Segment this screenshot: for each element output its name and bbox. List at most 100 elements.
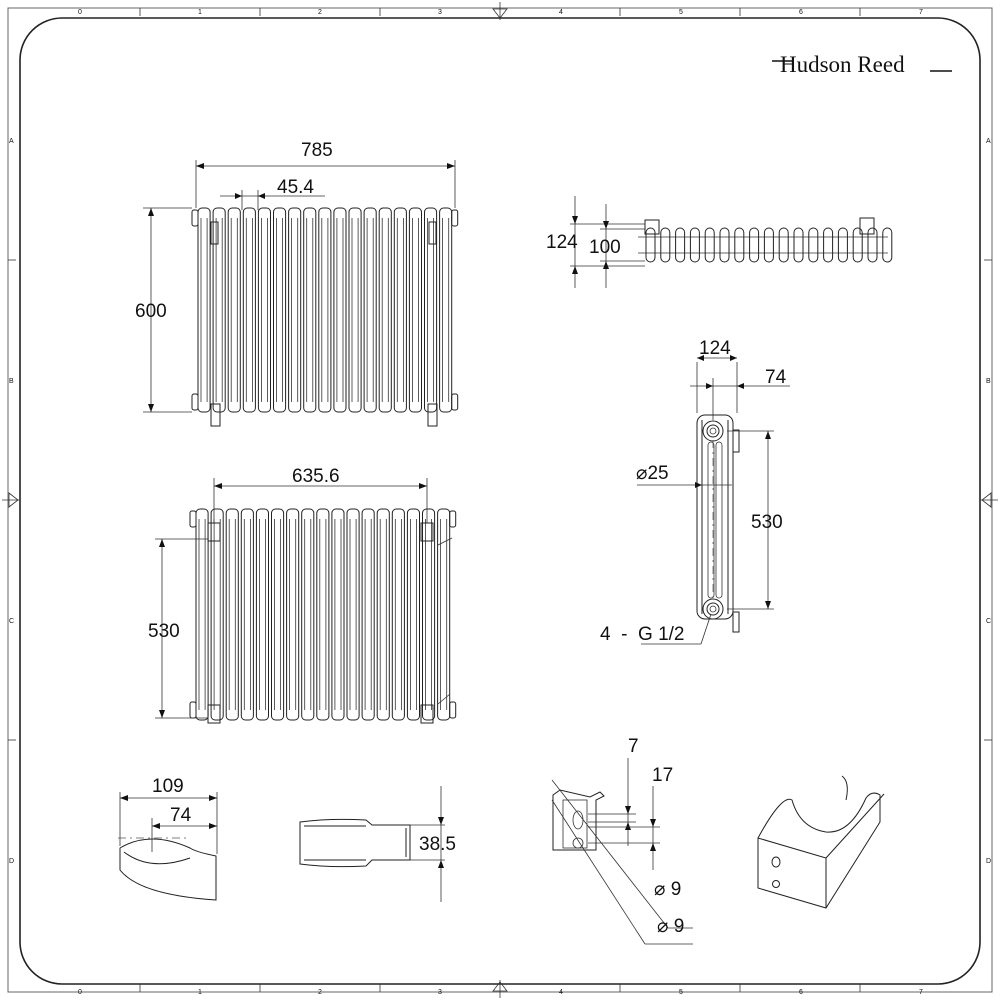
row-label-b-left: B bbox=[9, 378, 14, 385]
col-label-5-bottom: 5 bbox=[679, 989, 683, 996]
bracket-detail-view: 7 17 ⌀ 9 ⌀ 9 bbox=[551, 736, 693, 945]
rear-bracket-height-label: 530 bbox=[148, 621, 180, 642]
radiator-section bbox=[303, 207, 317, 413]
rear-bracket-spacing-label: 635.6 bbox=[292, 466, 340, 487]
top-section-profile bbox=[763, 227, 774, 263]
center-mark-bottom bbox=[492, 980, 508, 998]
col-label-2-bottom: 2 bbox=[318, 989, 322, 996]
col-label-3-top: 3 bbox=[438, 9, 442, 16]
top-section-profile bbox=[823, 227, 834, 263]
row-label-a-right: A bbox=[986, 138, 991, 145]
radiator-section bbox=[301, 508, 315, 721]
radiator-section bbox=[271, 508, 285, 721]
col-label-1-top: 1 bbox=[198, 9, 202, 16]
top-section-profile bbox=[719, 227, 730, 263]
rear-view: 635.6 530 bbox=[148, 466, 457, 724]
radiator-section bbox=[391, 508, 405, 721]
radiator-section bbox=[437, 508, 451, 721]
top-view-sections bbox=[638, 227, 893, 263]
radiator-section bbox=[242, 207, 256, 413]
end-cap bbox=[191, 393, 199, 411]
radiator-section bbox=[240, 508, 254, 721]
detail-hole-b-label: ⌀ 9 bbox=[657, 916, 684, 937]
radiator-section bbox=[286, 508, 300, 721]
side-connections-label: 4 - G 1/2 bbox=[600, 624, 684, 645]
col-label-6-bottom: 6 bbox=[799, 989, 803, 996]
end-cap bbox=[451, 393, 459, 411]
side-view: 124 74 ⌀25 530 4 - G 1/2 bbox=[600, 338, 790, 645]
brand-name: Hudson Reed bbox=[780, 52, 905, 77]
col-label-7-top: 7 bbox=[919, 9, 923, 16]
col-label-1-bottom: 1 bbox=[198, 989, 202, 996]
row-label-d-right: D bbox=[986, 858, 991, 865]
center-mark-right bbox=[980, 492, 998, 508]
radiator-section bbox=[348, 207, 362, 413]
top-section-profile bbox=[734, 227, 745, 263]
end-cap bbox=[449, 701, 457, 719]
radiator-section bbox=[316, 508, 330, 721]
radiator-section bbox=[361, 508, 375, 721]
radiator-section bbox=[331, 508, 345, 721]
row-label-a-left: A bbox=[9, 138, 14, 145]
col-label-6-top: 6 bbox=[799, 9, 803, 16]
radiator-section bbox=[273, 207, 287, 413]
end-cap bbox=[189, 701, 197, 719]
center-mark-top bbox=[492, 2, 508, 20]
radiator-section bbox=[346, 508, 360, 721]
front-view: 785 45.4 600 bbox=[135, 140, 459, 427]
col-label-4-bottom: 4 bbox=[559, 989, 563, 996]
radiator-section bbox=[424, 207, 438, 413]
detail-hole-a-label: ⌀ 9 bbox=[654, 879, 681, 900]
top-depth-inner-label: 100 bbox=[589, 237, 621, 258]
radiator-section bbox=[376, 508, 390, 721]
col-label-0-bottom: 0 bbox=[78, 989, 82, 996]
front-width-label: 785 bbox=[301, 140, 333, 161]
top-section-profile bbox=[867, 227, 878, 263]
bracket-isometric-view bbox=[757, 775, 885, 909]
radiator-section bbox=[406, 508, 420, 721]
radiator-section bbox=[318, 207, 332, 413]
col-label-0-top: 0 bbox=[78, 9, 82, 16]
row-label-b-right: B bbox=[986, 378, 991, 385]
col-label-4-top: 4 bbox=[559, 9, 563, 16]
detail-dim-b-label: 17 bbox=[652, 765, 673, 786]
radiator-section bbox=[195, 508, 209, 721]
center-mark-left bbox=[2, 492, 20, 508]
radiator-section bbox=[439, 207, 453, 413]
top-depth-outer-label: 124 bbox=[546, 232, 578, 253]
end-cap bbox=[191, 209, 199, 227]
top-section-profile bbox=[704, 227, 715, 263]
bracket-plan-view: 38.5 bbox=[299, 786, 456, 902]
bracket-side-view: 109 74 bbox=[118, 776, 218, 901]
front-pitch-label: 45.4 bbox=[277, 177, 314, 198]
end-cap bbox=[189, 510, 197, 528]
col-label-5-top: 5 bbox=[679, 9, 683, 16]
end-cap bbox=[451, 209, 459, 227]
top-section-profile bbox=[837, 227, 848, 263]
top-view: 124 100 bbox=[546, 196, 893, 288]
col-label-3-bottom: 3 bbox=[438, 989, 442, 996]
radiator-section bbox=[210, 508, 224, 721]
radiator-section bbox=[257, 207, 271, 413]
radiator-section bbox=[197, 207, 211, 413]
top-section-profile bbox=[882, 227, 893, 263]
radiator-section bbox=[255, 508, 269, 721]
bracket-length-label: 109 bbox=[152, 776, 184, 797]
radiator-section bbox=[363, 207, 377, 413]
bracket-width-label: 38.5 bbox=[419, 834, 456, 855]
brand-logo: Hudson Reed bbox=[772, 52, 952, 77]
radiator-section bbox=[288, 207, 302, 413]
radiator-section bbox=[212, 207, 226, 413]
col-label-2-top: 2 bbox=[318, 9, 322, 16]
detail-dim-a-label: 7 bbox=[628, 736, 639, 757]
radiator-section bbox=[378, 207, 392, 413]
radiator-section bbox=[422, 508, 436, 721]
row-label-d-left: D bbox=[9, 858, 14, 865]
top-section-profile bbox=[749, 227, 760, 263]
front-view-sections bbox=[191, 207, 459, 413]
row-label-c-right: C bbox=[986, 618, 991, 625]
col-label-7-bottom: 7 bbox=[919, 989, 923, 996]
rear-view-sections bbox=[189, 508, 457, 721]
top-section-profile bbox=[778, 227, 789, 263]
